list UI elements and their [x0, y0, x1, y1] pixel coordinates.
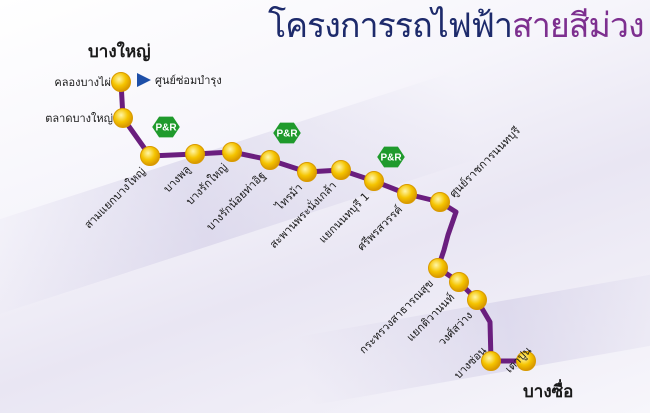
station-label: บางพลู [161, 163, 193, 195]
map-title: โครงการรถไฟฟ้าสายสีม่วง [268, 4, 645, 48]
station-label: ศรีพรสวรรค์ [355, 203, 405, 253]
station-marker[interactable] [331, 160, 351, 180]
station-marker[interactable] [260, 150, 280, 170]
station-label: ตลาดบางใหญ่ [45, 112, 113, 125]
station-marker[interactable] [467, 290, 487, 310]
park-and-ride-layer: P&R P&R P&R [152, 116, 405, 168]
station-layer [111, 72, 536, 371]
station-marker[interactable] [185, 144, 205, 164]
station-label: บางรักใหญ่ [183, 161, 230, 208]
flag-icon [137, 73, 151, 87]
station-marker[interactable] [449, 272, 469, 292]
station-marker[interactable] [428, 258, 448, 278]
park-and-ride-icon: P&R [377, 146, 405, 168]
station-marker[interactable] [140, 146, 160, 166]
station-marker[interactable] [222, 142, 242, 162]
station-marker[interactable] [364, 171, 384, 191]
terminus-north: บางใหญ่ [88, 42, 151, 62]
station-marker[interactable] [430, 192, 450, 212]
station-marker[interactable] [297, 162, 317, 182]
terminus-south: บางซื่อ [523, 382, 574, 402]
station-marker[interactable] [481, 351, 501, 371]
station-marker[interactable] [113, 108, 133, 128]
park-and-ride-label: P&R [155, 123, 177, 134]
park-and-ride-icon: P&R [152, 116, 180, 138]
title-part-1: โครงการรถไฟฟ้า [268, 6, 513, 46]
station-marker[interactable] [516, 351, 536, 371]
station-label: ศูนย์ราชการนนทบุรี [447, 124, 523, 200]
station-marker[interactable] [397, 184, 417, 204]
station-marker[interactable] [111, 72, 131, 92]
park-and-ride-label: P&R [380, 153, 402, 164]
station-label: คลองบางไผ่ [54, 76, 111, 89]
depot-layer: ศูนย์ซ่อมบำรุง [137, 73, 222, 87]
park-and-ride-icon: P&R [273, 122, 301, 144]
park-and-ride-label: P&R [276, 129, 298, 140]
depot-label: ศูนย์ซ่อมบำรุง [155, 74, 222, 87]
station-label: สามแยกบางใหญ่ [82, 165, 148, 231]
title-part-2: สายสีม่วง [512, 6, 645, 46]
